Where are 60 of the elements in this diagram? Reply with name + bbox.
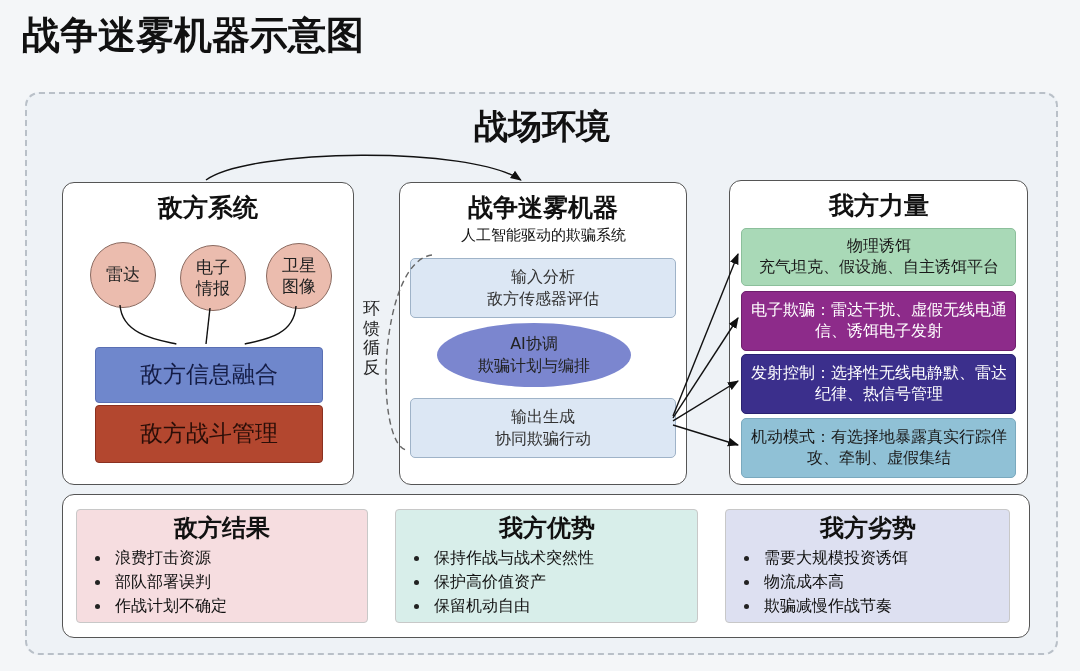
arrow — [672, 424, 740, 447]
arrow — [672, 252, 739, 417]
box-text: 发射控制：选择性无线电静默、雷达纪律、热信号管理 — [749, 363, 1008, 405]
panel-title: 战争迷雾机器 — [468, 192, 618, 224]
arrow — [672, 317, 739, 419]
bullet-text: 浪费打击资源 — [115, 549, 211, 568]
card — [725, 509, 1010, 623]
card-heading: 敌方结果 — [174, 513, 270, 544]
bullet-text: 保持作战与战术突然性 — [434, 549, 594, 568]
card-heading: 我方劣势 — [819, 513, 916, 544]
bullet-text: 欺骗减慢作战节奏 — [764, 597, 892, 616]
edge-label: 环馈循反 — [362, 298, 380, 379]
card — [76, 509, 368, 623]
panel-title: 战场环境 — [473, 105, 610, 148]
panel — [62, 494, 1030, 638]
panel-title: 敌方系统 — [158, 192, 258, 224]
bullet-text: 保留机动自由 — [434, 597, 530, 616]
box-text: 机动模式：有选择地暴露真实行踪佯攻、牵制、虚假集结 — [749, 427, 1008, 469]
circle-label: 卫星图像 — [281, 254, 317, 298]
circle-label: 电子情报 — [194, 256, 231, 300]
diagram-title: 战争迷雾机器示意图 — [22, 12, 364, 59]
box-text: 欺骗计划与编排 — [478, 355, 590, 377]
box-text: AI协调 — [510, 333, 558, 355]
bullet-text: 作战计划不确定 — [115, 597, 227, 616]
box-text: 敌方战斗管理 — [140, 419, 278, 449]
circle-label: 雷达 — [105, 264, 141, 286]
process-box — [410, 258, 676, 318]
feedback-loop — [385, 254, 433, 451]
box-text: 电子欺骗：雷达干扰、虚假无线电通信、诱饵电子发射 — [749, 300, 1008, 342]
connector-line — [205, 307, 211, 345]
tactic-box — [741, 228, 1016, 286]
process-box — [410, 398, 676, 458]
card-heading: 我方优势 — [498, 513, 595, 544]
bullet-text: 部队部署误判 — [115, 573, 211, 592]
tactic-box — [741, 354, 1016, 414]
arrow — [672, 380, 739, 422]
panel-subtitle: 人工智能驱动的欺骗系统 — [460, 224, 626, 245]
box-text: 输入分析 — [511, 266, 575, 288]
tactic-box — [741, 291, 1016, 351]
box-text: 敌方信息融合 — [140, 360, 278, 390]
bullet-text: 需要大规模投资诱饵 — [764, 549, 908, 568]
box-text: 充气坦克、假设施、自主诱饵平台 — [757, 257, 1000, 278]
bullet-text: 保护高价值资产 — [434, 573, 546, 592]
arrow — [205, 154, 522, 181]
panel — [729, 180, 1028, 485]
panel — [399, 182, 687, 485]
environment-region — [25, 92, 1058, 655]
process-bar — [95, 347, 323, 403]
connector-line — [244, 305, 297, 345]
panel-title: 我方力量 — [828, 190, 929, 222]
card — [395, 509, 698, 623]
tactic-box — [741, 418, 1016, 478]
box-text: 物理诱饵 — [845, 236, 912, 257]
panel — [62, 182, 354, 485]
connector-line — [119, 304, 178, 345]
box-text: 输出生成 — [511, 406, 575, 428]
box-text: 敌方传感器评估 — [487, 288, 599, 310]
bullet-text: 物流成本高 — [764, 573, 844, 592]
process-bar — [95, 405, 323, 463]
box-text: 协同欺骗行动 — [495, 428, 591, 450]
